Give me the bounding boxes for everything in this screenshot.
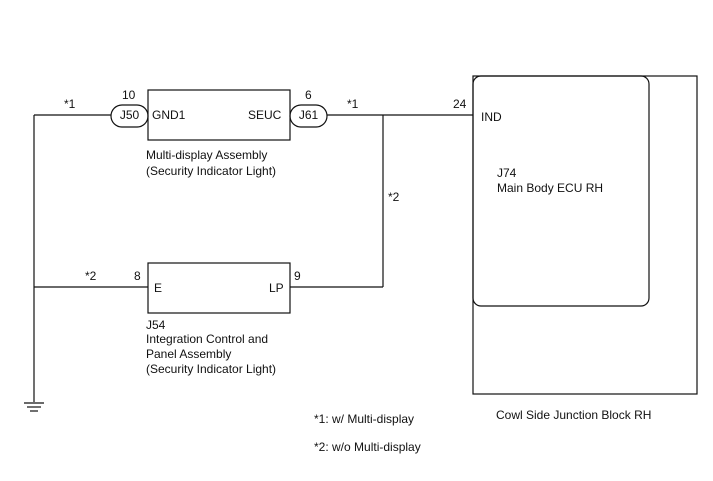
pin-label-e: E: [154, 281, 163, 295]
multi-display-name: Multi-display Assembly: [146, 148, 268, 162]
wire-mark-top-left: *1: [64, 97, 76, 111]
pin-label-gnd1: GND1: [152, 108, 186, 122]
wire-mark-top-right: *1: [347, 97, 359, 111]
junction-block-name: Cowl Side Junction Block RH: [496, 408, 652, 422]
integration-panel-box: [147, 262, 291, 314]
integration-panel-name-line3: (Security Indicator Light): [146, 362, 277, 376]
integration-panel-name-line1: Integration Control and: [146, 332, 269, 346]
pin-number-e: 8: [134, 269, 141, 283]
ecu-code: J74: [497, 166, 517, 180]
ecu-box: [472, 75, 650, 307]
wire-mark-vertical: *2: [388, 190, 400, 204]
legend-note-1: *1: w/ Multi-display: [314, 412, 415, 426]
pin-number-ind: 24: [453, 97, 467, 111]
connector-j61: J61: [298, 108, 319, 122]
pin-number-gnd1: 10: [122, 88, 136, 102]
integration-panel-name-line2: Panel Assembly: [146, 347, 232, 361]
ecu-name: Main Body ECU RH: [497, 181, 604, 195]
pin-label-lp: LP: [269, 281, 284, 295]
pin-label-ind: IND: [481, 110, 502, 124]
legend-note-2: *2: w/o Multi-display: [314, 440, 421, 454]
connector-j50-outline: [110, 104, 149, 128]
wire-mark-bottom-left: *2: [85, 269, 97, 283]
junction-block-box: [472, 75, 698, 395]
pin-number-seuc: 6: [305, 88, 312, 102]
pin-number-lp: 9: [294, 269, 301, 283]
integration-panel-code: J54: [146, 318, 166, 332]
multi-display-subtitle: (Security Indicator Light): [146, 164, 277, 178]
connector-j50: J50: [119, 108, 140, 122]
connector-j61-outline: [289, 104, 328, 128]
pin-label-seuc: SEUC: [248, 108, 282, 122]
